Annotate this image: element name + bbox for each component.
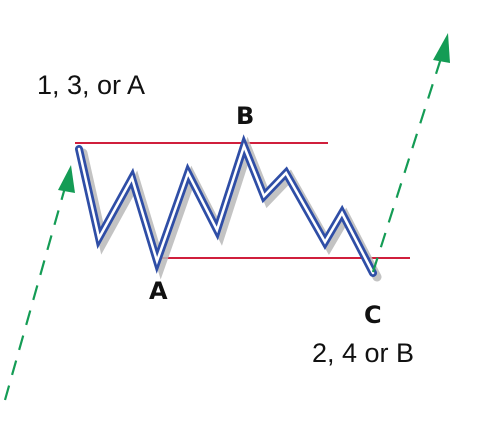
label-point-c: C: [364, 301, 382, 329]
label-top-left: 1, 3, or A: [37, 70, 145, 100]
exit-dashed-arrow-icon: [371, 33, 450, 273]
wave-shadow: [78, 136, 382, 282]
label-point-b: B: [236, 102, 254, 130]
label-point-a: A: [149, 277, 168, 305]
entry-dashed-arrow-icon: [3, 165, 75, 401]
wave-inner: [77, 142, 375, 275]
label-bottom-right: 2, 4 or B: [312, 338, 414, 368]
